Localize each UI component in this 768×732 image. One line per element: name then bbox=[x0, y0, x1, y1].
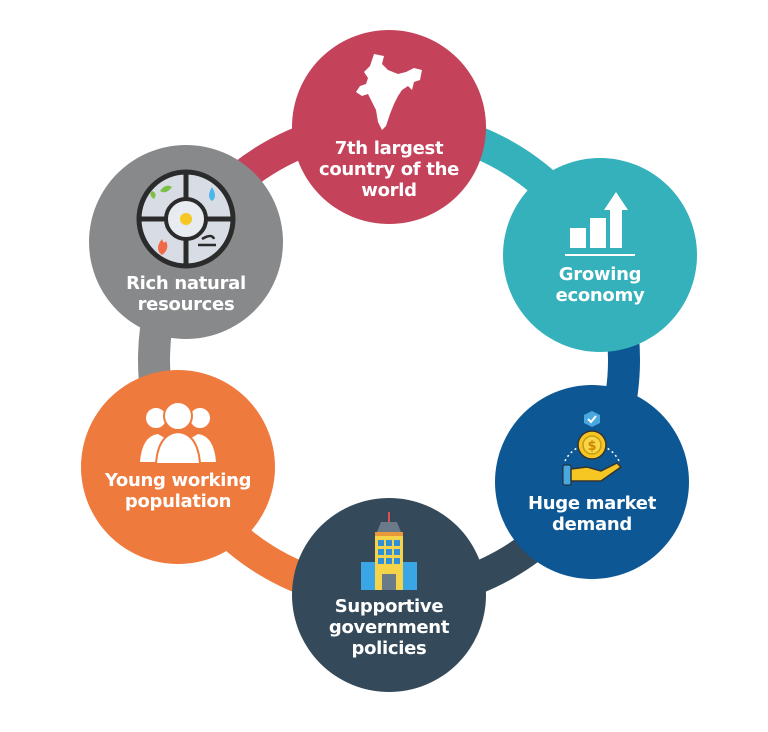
coin-hand-icon: $ bbox=[562, 411, 623, 486]
natural-elements-icon bbox=[136, 169, 236, 269]
node-label: Huge market demand bbox=[527, 493, 657, 535]
node-natural-resources: Rich natural resources bbox=[89, 145, 283, 339]
node-label: Supportive government policies bbox=[328, 596, 450, 659]
node-label: Rich natural resources bbox=[126, 273, 246, 315]
node-label: 7th largest country of the world bbox=[318, 138, 460, 201]
svg-text:$: $ bbox=[587, 439, 596, 454]
node-label: Growing economy bbox=[555, 264, 645, 306]
node-label: Young working population bbox=[104, 470, 252, 512]
people-group-icon bbox=[140, 401, 216, 465]
node-growing-economy: Growing economy bbox=[503, 158, 697, 352]
growth-chart-icon bbox=[565, 192, 635, 256]
india-map-icon bbox=[356, 54, 422, 130]
node-young-population: Young working population bbox=[81, 370, 275, 564]
node-market-demand: $ Huge market demand bbox=[495, 385, 689, 579]
node-government-policies: Supportive government policies bbox=[292, 498, 486, 692]
node-largest-country: 7th largest country of the world bbox=[292, 30, 486, 224]
government-building-icon bbox=[361, 512, 417, 590]
